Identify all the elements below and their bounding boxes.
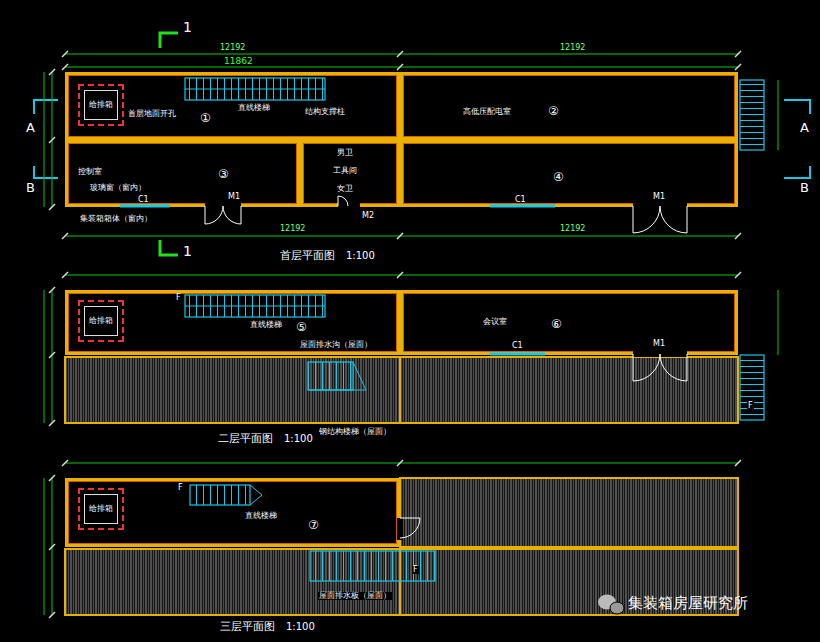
plan-label: F bbox=[178, 484, 183, 492]
plan-label: 11862 bbox=[224, 57, 253, 66]
window bbox=[120, 206, 555, 354]
room-name: 女卫 bbox=[337, 185, 353, 193]
room-outline: 男卫工具间女卫 bbox=[300, 140, 400, 207]
room-number: ⑥ bbox=[551, 318, 562, 330]
plan-label: 钢结构楼梯（屋面） bbox=[318, 428, 392, 436]
room-outline: 会议室 ⑥ bbox=[400, 290, 738, 355]
room-number: ⑦ bbox=[308, 519, 319, 531]
plan-label: 结构支撑柱 bbox=[305, 108, 345, 116]
water-box: 给排箱 bbox=[78, 84, 124, 126]
dimension-tick bbox=[49, 51, 741, 618]
plan-label: 首层地面开孔 bbox=[128, 110, 176, 118]
plan-label: 首层平面图 bbox=[280, 250, 335, 261]
wechat-icon bbox=[598, 595, 624, 615]
room-number: ② bbox=[548, 105, 559, 117]
plan-label: M1 bbox=[228, 193, 240, 201]
plan-label: 三层平面图 bbox=[220, 621, 275, 632]
plan-label: 屋面排水板（屋面） bbox=[318, 592, 392, 600]
plan-label: 12192 bbox=[280, 225, 305, 233]
exterior-stair bbox=[740, 80, 764, 150]
plan-label: M1 bbox=[653, 340, 665, 348]
plan-label: 1 bbox=[183, 20, 192, 34]
stair bbox=[190, 485, 250, 505]
plan-label: M1 bbox=[653, 193, 665, 201]
room-outline: 控制室 ③ bbox=[65, 140, 300, 207]
plan-label: F bbox=[747, 402, 754, 410]
room-name: 给排箱 bbox=[89, 101, 113, 109]
plan-label: 1:100 bbox=[286, 622, 315, 632]
plan-label: 直线楼梯 bbox=[245, 512, 277, 520]
exterior-stair bbox=[740, 355, 764, 420]
room-outline: 高低压配电室 ② bbox=[400, 72, 738, 140]
room-name: 给排箱 bbox=[89, 505, 113, 513]
plan-label: 12192 bbox=[560, 225, 585, 233]
water-box: 给排箱 bbox=[78, 488, 124, 530]
room-outline: ④ bbox=[400, 140, 738, 207]
dimension-line bbox=[44, 54, 778, 615]
plan-label: F bbox=[176, 294, 181, 302]
plan-label: C1 bbox=[512, 342, 523, 350]
plan-label: 二层平面图 bbox=[218, 433, 273, 444]
section-mark bbox=[160, 33, 178, 48]
section-mark bbox=[160, 240, 178, 255]
plan-label: B bbox=[800, 181, 809, 194]
plan-label: 屋面排水沟（屋面） bbox=[300, 341, 372, 349]
stair bbox=[310, 551, 435, 581]
stair bbox=[185, 78, 325, 100]
room-name: 会议室 bbox=[483, 318, 507, 326]
plan-label: C1 bbox=[138, 196, 149, 204]
room-name: 控制室 bbox=[78, 168, 102, 176]
stair bbox=[308, 362, 353, 390]
room-name: 给排箱 bbox=[89, 317, 113, 325]
plan-label: 集装箱房屋研究所 bbox=[628, 596, 748, 611]
plan-label: B bbox=[26, 181, 35, 194]
room-name: 男卫 bbox=[337, 149, 353, 157]
corrugated-roof bbox=[400, 478, 738, 547]
room-name: 高低压配电室 bbox=[463, 108, 511, 116]
plan-label: 12192 bbox=[220, 44, 245, 52]
plan-label: F bbox=[412, 566, 419, 574]
water-box: 给排箱 bbox=[78, 300, 124, 342]
room-number: ③ bbox=[218, 168, 229, 180]
plan-label: 玻璃窗（窗内） bbox=[90, 184, 146, 192]
plan-label: C1 bbox=[515, 196, 526, 204]
plan-label: 集装箱箱体（窗内） bbox=[80, 215, 152, 223]
plan-label: 1 bbox=[183, 244, 192, 258]
room-outline: ① 给排箱 bbox=[65, 72, 400, 140]
plan-label: 12192 bbox=[560, 44, 585, 52]
plan-label: 1:100 bbox=[284, 434, 313, 444]
room-number: ④ bbox=[553, 171, 564, 183]
plan-label: 1:100 bbox=[346, 251, 375, 261]
room-number: ⑤ bbox=[296, 321, 307, 333]
plan-label: A bbox=[26, 121, 35, 134]
room-name: 工具间 bbox=[333, 167, 357, 175]
stair bbox=[185, 295, 325, 317]
plan-label: A bbox=[800, 121, 809, 134]
plan-label: 直线楼梯 bbox=[238, 104, 270, 112]
door bbox=[205, 196, 687, 540]
room-outline: ⑦ 给排箱 bbox=[65, 478, 400, 547]
plan-label: 直线楼梯 bbox=[250, 321, 282, 329]
room-number: ① bbox=[200, 112, 211, 124]
corrugated-roof bbox=[65, 357, 738, 423]
plan-label: M2 bbox=[362, 212, 374, 220]
